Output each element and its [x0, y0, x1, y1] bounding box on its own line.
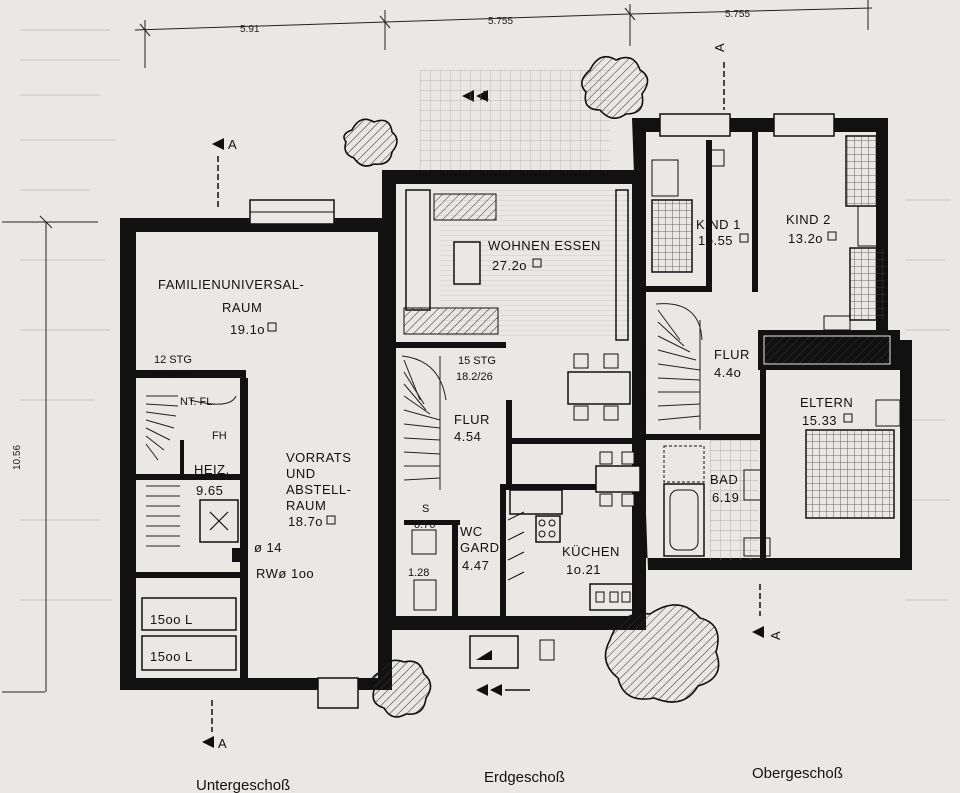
- svg-text:A: A: [768, 631, 783, 640]
- room-heating-area: 9.65: [196, 483, 223, 498]
- room-kid2-area: 13.2o: [788, 231, 823, 246]
- room-storage-label-2: UND: [286, 466, 316, 481]
- room-ground-hall-area: 4.54: [454, 429, 481, 444]
- room-living-area: 27.2o: [492, 258, 527, 273]
- room-upper-hall-area: 4.4o: [714, 365, 741, 380]
- pipe-label-2: RWø 1oo: [256, 566, 314, 581]
- section-marker-ground-bottom: [476, 684, 530, 696]
- stairs-basement-label-2: 18.8/26: [152, 369, 189, 381]
- section-marker-basement-bottom: A: [202, 700, 227, 751]
- dim-top-right: 5.755: [725, 9, 750, 20]
- pipe-label-1: ø 14: [254, 540, 282, 555]
- room-wc-label-2: GARD: [460, 540, 500, 555]
- room-kitchen-label: KÜCHEN: [562, 544, 620, 559]
- room-heating-label: HEIZ.: [194, 462, 230, 477]
- ground-floor-plan: WOHNEN ESSEN 27.2o 15 STG 18.2/26 FLUR 4…: [382, 70, 646, 669]
- room-bath-label: BAD: [710, 472, 738, 487]
- room-wc-label-1: WC: [460, 524, 483, 539]
- svg-text:A: A: [712, 43, 727, 52]
- dim-side: 10.56: [12, 445, 23, 470]
- caption-basement: Untergeschoß: [196, 777, 290, 793]
- section-marker-upper-top: A: [712, 43, 727, 110]
- fh-label: FH: [212, 430, 227, 442]
- section-marker-upper-bottom: A: [752, 584, 783, 640]
- caption-upper: Obergeschoß: [752, 765, 843, 782]
- nt-fl-label: NT. FL.: [180, 396, 215, 408]
- room-kitchen-area: 1o.21: [566, 562, 601, 577]
- room-storage-label-1: VORRATS: [286, 450, 351, 465]
- room-bath-area: 6.19: [712, 490, 739, 505]
- room-family-area: 19.1o: [230, 322, 265, 337]
- room-parents-area: 15.33: [802, 413, 837, 428]
- stairs-basement-label-1: 12 STG: [154, 354, 192, 366]
- room-family-label-2: RAUM: [222, 300, 262, 315]
- section-marker-basement-top: A: [212, 137, 237, 208]
- room-parents-label: ELTERN: [800, 395, 853, 410]
- wc-shower-label: S: [422, 503, 429, 515]
- room-kid1-area: 1o.55: [698, 233, 733, 248]
- wc-shower-area: o.76: [414, 519, 435, 531]
- room-storage-area: 18.7o: [288, 514, 323, 529]
- small-room-area: 1.28: [408, 567, 429, 579]
- tank-label-2: 15oo L: [150, 649, 193, 664]
- svg-text:A: A: [218, 736, 227, 751]
- stairs-ground-label-2: 18.2/26: [456, 371, 493, 383]
- tree-icon: [581, 55, 649, 119]
- basement-plan: FAMILIENUNIVERSAL- RAUM 19.1o 12 STG 18.…: [120, 199, 392, 709]
- caption-ground: Erdgeschoß: [484, 769, 565, 786]
- dimension-lines: [2, 0, 873, 693]
- shrub-icon: [343, 118, 398, 167]
- upper-floor-plan: KIND 1 1o.55 KIND 2 13.2o FLUR 4.4o ELTE…: [632, 113, 912, 570]
- dim-top-mid: 5.755: [488, 16, 513, 27]
- tree-icon: [604, 604, 720, 703]
- room-storage-label-3: ABSTELL-: [286, 482, 351, 497]
- dim-top-left: 5.91: [240, 24, 260, 35]
- room-storage-label-4: RAUM: [286, 498, 326, 513]
- stairs-ground-label-1: 15 STG: [458, 355, 496, 367]
- svg-text:A: A: [228, 137, 237, 152]
- room-living-label: WOHNEN ESSEN: [488, 238, 601, 253]
- tank-label-1: 15oo L: [150, 612, 193, 627]
- room-family-label-1: FAMILIENUNIVERSAL-: [158, 277, 304, 292]
- background-page-text: [20, 29, 950, 601]
- room-kid1-label: KIND 1: [696, 217, 741, 232]
- room-kid2-label: KIND 2: [786, 212, 831, 227]
- shrub-icon: [370, 659, 432, 718]
- room-upper-hall-label: FLUR: [714, 347, 750, 362]
- room-wc-area: 4.47: [462, 558, 489, 573]
- room-ground-hall-label: FLUR: [454, 412, 490, 427]
